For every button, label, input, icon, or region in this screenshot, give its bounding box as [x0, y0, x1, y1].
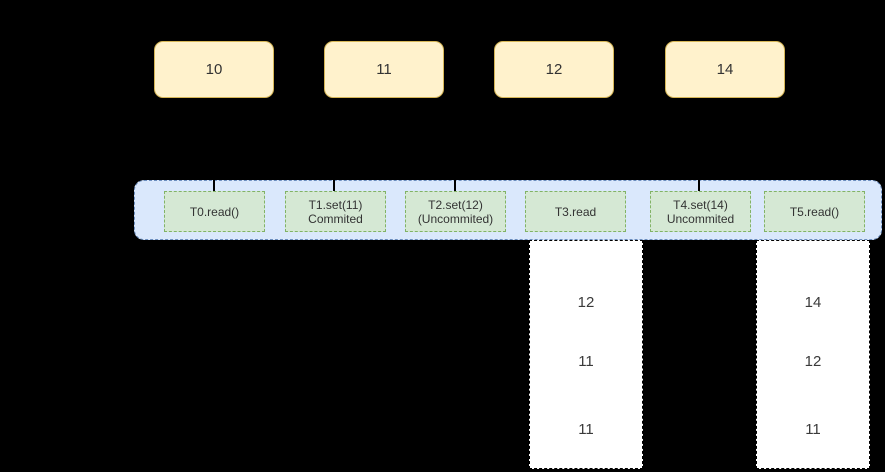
version-box-label: 11	[376, 61, 392, 78]
transaction-label-line: T1.set(11)	[308, 197, 363, 212]
transaction-box-t3: T3.read	[525, 191, 626, 232]
version-box-label: 12	[545, 61, 563, 78]
transaction-label-line: T2.set(12)	[428, 197, 483, 212]
transaction-label-line: Commited	[308, 211, 363, 226]
transaction-box-t2: T2.set(12) (Uncommited)	[405, 191, 506, 232]
read-view-value: 11	[578, 353, 594, 370]
timeline-band: T0.read() T1.set(11) Commited T2.set(12)…	[134, 180, 882, 240]
transaction-box-t1: T1.set(11) Commited	[285, 191, 386, 232]
transaction-label-line: T0.read()	[189, 204, 240, 219]
read-view-value: 11	[805, 421, 821, 438]
connector-tick-t2	[454, 178, 456, 191]
read-view-value: 12	[804, 353, 822, 370]
transaction-label-line: Uncommited	[666, 211, 735, 226]
transaction-label-line: T5.read()	[789, 204, 840, 219]
read-view-value: 12	[577, 294, 595, 311]
read-view-value: 14	[804, 294, 822, 311]
transaction-box-t4: T4.set(14) Uncommited	[650, 191, 751, 232]
transaction-label-line: T3.read	[554, 204, 597, 219]
version-box-label: 10	[205, 61, 223, 78]
read-view-column-t3: 12 11 11	[529, 240, 643, 469]
transaction-box-t5: T5.read()	[764, 191, 865, 232]
version-box-label: 14	[716, 61, 734, 78]
version-box-11: 11	[324, 41, 444, 98]
version-box-14: 14	[665, 41, 785, 98]
version-box-10: 10	[154, 41, 274, 98]
transaction-label-line: T4.set(14)	[673, 197, 728, 212]
transaction-box-t0: T0.read()	[164, 191, 265, 232]
connector-tick-t1	[333, 178, 335, 191]
read-view-column-t5: 14 12 11	[756, 240, 870, 469]
read-view-value: 11	[578, 421, 594, 438]
connector-tick-t0	[213, 178, 215, 191]
version-box-12: 12	[494, 41, 614, 98]
connector-tick-t4	[698, 178, 700, 191]
transaction-label-line: (Uncommited)	[417, 211, 494, 226]
